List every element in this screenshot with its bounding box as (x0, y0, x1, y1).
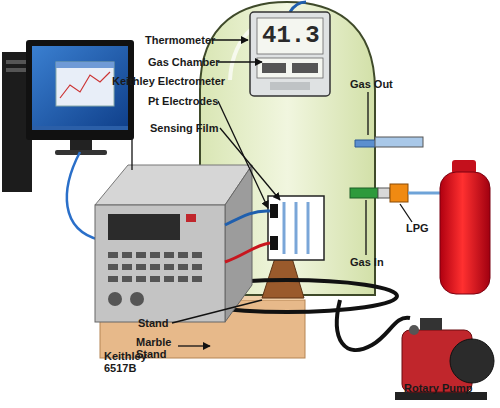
leader-line (400, 204, 412, 222)
callout-label: Pt Electrodes (148, 95, 218, 107)
gas-in-pipe (378, 188, 390, 198)
pump-handle (420, 318, 442, 330)
drive-bay (6, 60, 28, 64)
lcd-digits (292, 63, 318, 73)
leader-line (178, 345, 210, 346)
film-stripe (295, 202, 298, 254)
pump-motor (450, 339, 494, 383)
callout-label: Keithley Electrometer (112, 75, 225, 87)
leader-line (367, 92, 368, 135)
leader-line (131, 87, 132, 170)
callout-label: LPG (406, 222, 429, 234)
monitor-screen (32, 46, 128, 130)
callout-label: Gas In (350, 256, 384, 268)
pump-port (409, 325, 419, 335)
thermometer-display (257, 18, 323, 54)
taskbar (32, 126, 128, 130)
drive-bay (6, 68, 28, 72)
red-lead (225, 243, 270, 262)
regulator (390, 184, 408, 202)
gas-in-pipe (350, 188, 378, 198)
sensor-wire (290, 2, 306, 12)
leader-line (220, 128, 280, 200)
leader-line (218, 61, 262, 62)
plot-trace (60, 72, 110, 98)
leader-line (365, 200, 366, 255)
stand (262, 258, 304, 298)
callout-label: Rotary Pump (404, 382, 472, 394)
window-bar (56, 62, 114, 68)
monitor-base (55, 150, 107, 155)
button-grid (108, 252, 202, 306)
film-stripe (307, 202, 310, 254)
callout-label: Gas Chamber (148, 56, 220, 68)
electrometer-display (108, 214, 180, 240)
sensing-film (268, 196, 324, 260)
power-button (186, 214, 196, 222)
software-window (56, 62, 114, 106)
blue-lead (225, 211, 270, 225)
monitor-frame (26, 40, 134, 140)
display-reading: 41.3 (262, 22, 320, 50)
pt-electrode (270, 236, 278, 250)
thermometer-display (257, 58, 323, 78)
film-stripe (283, 202, 286, 254)
lpg-cylinder (440, 172, 490, 294)
callout-label: Marble Stand (136, 336, 178, 360)
callout-label: Sensing Film (150, 122, 218, 134)
gas-out-pipe (355, 140, 375, 147)
vacuum-hose (337, 300, 410, 350)
gas-out-pipe (375, 137, 423, 147)
pt-electrode (270, 204, 278, 218)
thermometer-panel (270, 82, 310, 90)
leader-line (218, 101, 268, 208)
electrometer-front (95, 205, 225, 322)
callout-label: Thermometer (145, 34, 215, 46)
callout-label: Stand (138, 317, 169, 329)
callout-label: Gas Out (350, 78, 393, 90)
leader-line (212, 39, 248, 40)
electrometer-side (225, 165, 252, 322)
monitor-neck (70, 140, 92, 150)
lcd-digits (262, 63, 286, 73)
thermometer-device (250, 12, 330, 96)
leader-line (172, 300, 262, 323)
